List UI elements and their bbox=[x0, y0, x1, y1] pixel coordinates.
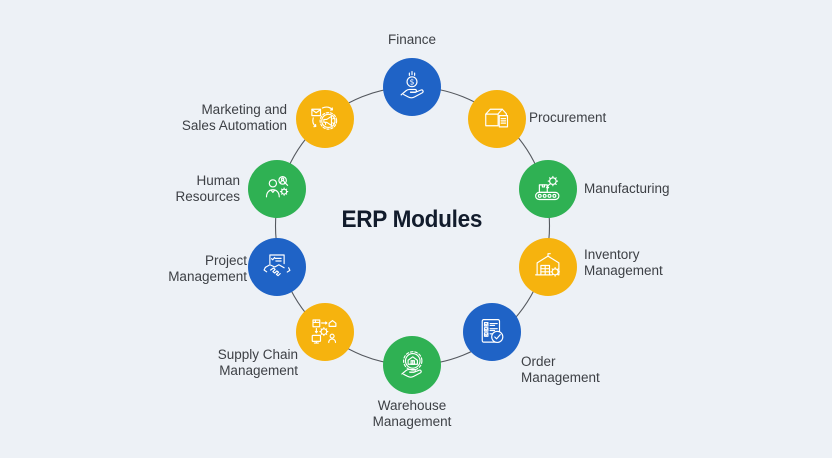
hand-coin-icon: $ bbox=[400, 71, 424, 99]
megaphone-envelope-icon bbox=[311, 106, 338, 130]
person-search-gear-icon bbox=[265, 176, 289, 198]
module-manufacturing bbox=[519, 160, 577, 218]
dollar-glyph: $ bbox=[410, 77, 415, 86]
checklist-check-icon bbox=[481, 319, 504, 344]
label-finance: Finance bbox=[387, 32, 437, 47]
module-project-management bbox=[248, 238, 306, 296]
module-warehouse-management bbox=[383, 336, 441, 394]
conveyor-gear-icon bbox=[535, 175, 560, 201]
module-inventory-management bbox=[519, 238, 577, 296]
package-document-icon bbox=[485, 108, 509, 128]
hand-warehouse-badge-icon bbox=[401, 351, 423, 378]
module-marketing-sales-automation bbox=[296, 90, 354, 148]
label-manufacturing: Manufacturing bbox=[584, 181, 670, 196]
module-human-resources bbox=[248, 160, 306, 218]
label-inventory-management: Inventory Management bbox=[584, 247, 663, 278]
page-title: ERP Modules bbox=[341, 206, 483, 233]
module-procurement bbox=[468, 90, 526, 148]
label-supply-chain-management: Supply Chain Management bbox=[217, 347, 298, 378]
network-flow-icon bbox=[311, 319, 337, 344]
label-order-management: Order Management bbox=[521, 354, 600, 385]
label-marketing-sales-automation: Marketing and Sales Automation bbox=[181, 102, 287, 133]
warehouse-gear-icon bbox=[535, 253, 560, 277]
module-order-management bbox=[463, 303, 521, 361]
label-procurement: Procurement bbox=[529, 110, 607, 125]
module-supply-chain-management bbox=[296, 303, 354, 361]
handshake-document-icon bbox=[263, 254, 291, 277]
label-human-resources: Human Resources bbox=[175, 173, 240, 204]
module-finance: $ bbox=[383, 58, 441, 116]
label-warehouse-management: Warehouse Management bbox=[372, 398, 452, 429]
label-project-management: Project Management bbox=[168, 253, 247, 284]
